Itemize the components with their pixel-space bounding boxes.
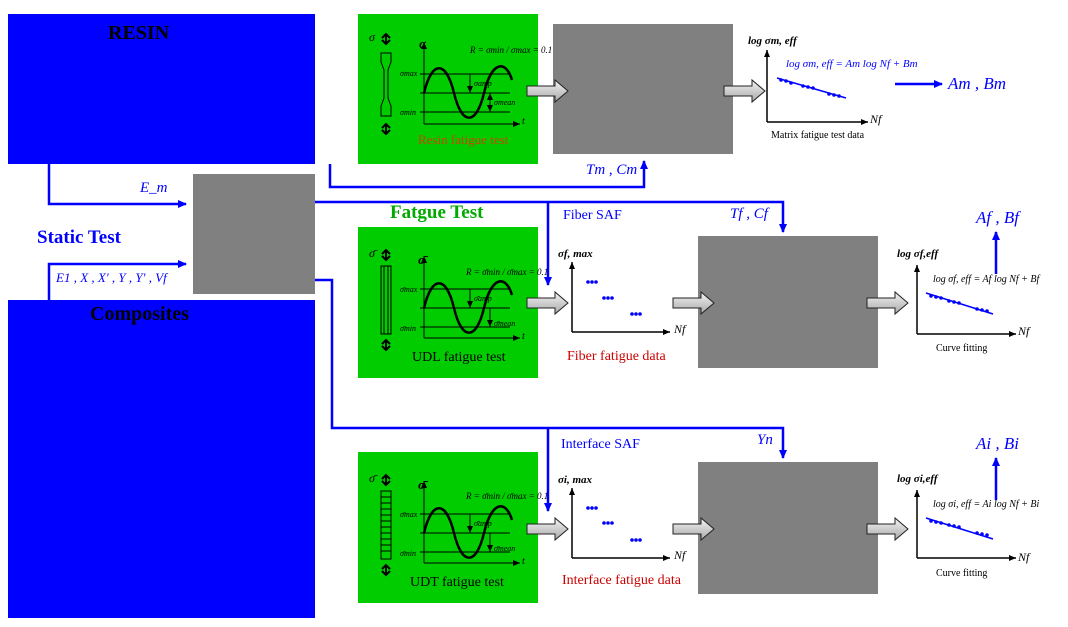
interface-fit-points — [929, 519, 989, 537]
udt-smin-label: σ̄min — [400, 549, 416, 558]
fiber-fit-equation: log σf, eff = Af log Nf + Bf — [933, 274, 1040, 285]
interface-saf-label: Interface SAF — [561, 437, 640, 452]
udt-samp-label: σ̄amp — [474, 519, 492, 528]
resin-title: RESIN — [108, 22, 170, 44]
tf-cf-label: Tf , Cf — [730, 206, 768, 222]
udl-smin-label: σ̄min — [400, 324, 416, 333]
interface-fit-output: Ai , Bi — [976, 434, 1019, 453]
matrix-ylabel: log σm, eff — [748, 35, 797, 47]
resin-t-label: t — [522, 116, 525, 127]
udl-r-formula: R = σ̄min / σ̄max = 0.1 — [466, 267, 549, 277]
interface-fit-xlabel: Nf — [1018, 550, 1030, 564]
fiber-fit-output: Af , Bf — [976, 208, 1019, 227]
udt-r-formula: R = σ̄min / σ̄max = 0.1 — [466, 491, 549, 501]
udt-smax-label: σ̄max — [400, 510, 418, 519]
interface-xlabel: Nf — [674, 548, 686, 562]
fiber-fit-caption: Curve fitting — [936, 343, 988, 354]
udt-sigma-axis-label: σ̄ — [418, 477, 426, 492]
fiber-fit-ylabel: log σf,eff — [897, 248, 939, 260]
static-params-label: E1 , X , X′ , Y , Y′ , Vf — [56, 270, 167, 285]
resin-block — [8, 14, 315, 164]
udt-smean-label: σ̄mean — [494, 544, 516, 553]
interface-caption: Interface fatigue data — [562, 573, 681, 588]
fiber-fit-points — [929, 294, 989, 313]
interface-fit-equation: log σi, eff = Ai log Nf + Bi — [933, 499, 1040, 510]
matrix-output: Am , Bm — [948, 74, 1007, 93]
udl-sigma-label: σ̄ — [369, 246, 375, 260]
static-test-label: Static Test — [37, 227, 121, 248]
fiber-chart-axes — [569, 262, 670, 335]
fiber-saf-label: Fiber SAF — [563, 208, 622, 223]
matrix-equation: log σm, eff = Am log Nf + Bm — [786, 58, 918, 70]
fiber-fit-xlabel: Nf — [1018, 324, 1030, 338]
fiber-model-block — [698, 236, 878, 368]
udl-caption: UDL fatigue test — [412, 350, 506, 365]
tm-cm-label: Tm , Cm — [586, 162, 638, 178]
udl-t-label: t — [522, 331, 525, 342]
matrix-model-block — [553, 24, 733, 154]
matrix-xlabel: Nf — [870, 112, 882, 126]
udt-caption: UDT fatigue test — [410, 575, 504, 590]
em-label: E_m — [140, 180, 168, 196]
interface-chart-axes — [569, 488, 670, 561]
interface-model-block — [698, 462, 878, 594]
resin-waveform — [420, 42, 520, 127]
fiber-caption: Fiber fatigue data — [567, 349, 666, 364]
fiber-data-points — [586, 280, 642, 316]
fiber-xlabel: Nf — [674, 322, 686, 336]
udt-specimen-icon — [380, 473, 392, 577]
static-model-block — [193, 174, 315, 294]
resin-smean-label: σmean — [494, 98, 516, 107]
resin-sigma-axis-label: σ — [419, 36, 427, 51]
resin-smax-label: σmax — [400, 69, 418, 78]
resin-specimen-icon — [380, 32, 392, 136]
interface-ylabel: σi, max — [558, 474, 593, 486]
interface-fit-caption: Curve fitting — [936, 568, 988, 579]
interface-data-points — [586, 506, 642, 542]
fatigue-test-label: Fatgue Test — [390, 202, 484, 223]
resin-smin-label: σmin — [400, 108, 416, 117]
udt-sigma-label: σ̄ — [369, 471, 375, 485]
resin-sigma-label: σ — [369, 30, 375, 44]
udl-specimen-icon — [380, 248, 392, 352]
composites-title: Composites — [90, 303, 189, 325]
matrix-data-points — [779, 78, 841, 98]
fiber-ylabel: σf, max — [558, 248, 593, 260]
composites-block — [8, 300, 315, 618]
udl-waveform — [420, 256, 520, 341]
udl-sigma-axis-label: σ̄ — [418, 252, 426, 267]
resin-samp-label: σamp — [474, 79, 492, 88]
udl-samp-label: σ̄amp — [474, 294, 492, 303]
udl-smean-label: σ̄mean — [494, 319, 516, 328]
matrix-caption: Matrix fatigue test data — [771, 130, 865, 141]
interface-fit-ylabel: log σi,eff — [897, 473, 938, 485]
resin-caption: Resin fatigue test — [418, 132, 509, 147]
yn-label: Yn — [757, 432, 773, 448]
udt-waveform — [420, 481, 520, 566]
udt-t-label: t — [522, 556, 525, 567]
resin-r-formula: R = σmin / σmax = 0.1 — [470, 45, 553, 55]
udl-smax-label: σ̄max — [400, 285, 418, 294]
